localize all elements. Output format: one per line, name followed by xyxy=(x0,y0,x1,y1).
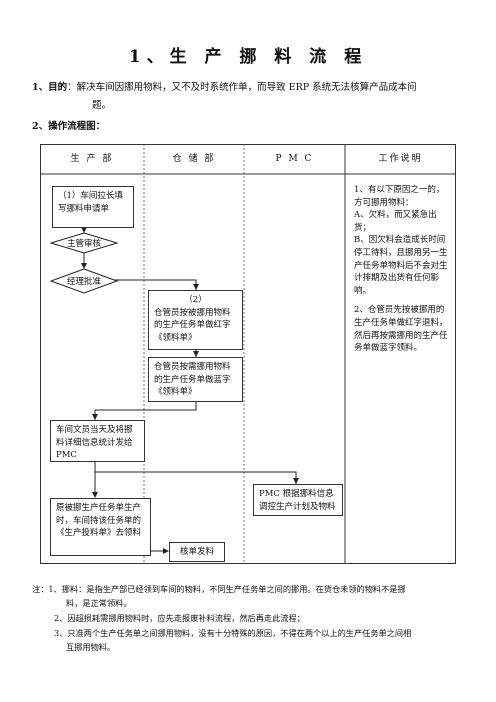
note-reason-b: B、因欠料会造成长时间停工待料，且挪用另一生产任务单物料后不会对生计排期及出货有… xyxy=(354,235,448,296)
col-header-pmc: P M C xyxy=(275,154,314,164)
footer-note-3: 3、只准两个生产任务单之间挪用物料，没有十分特殊的原因，不得在两个以上的生产任务… xyxy=(54,628,412,638)
step-original-order-pick: 原被挪生产任务单生产时，车间持该任务单的《生产投料单》去领料 xyxy=(50,498,151,556)
step-pmc-adjust: PMC 根据挪料信息调控生产计划及物料 xyxy=(253,484,343,516)
col-header-production: 生 产 部 xyxy=(70,154,114,164)
purpose-text: ：解决车间因挪用物料，又不及时系统作单，而导致 ERP 系统无法核算产品成本问 xyxy=(67,82,417,93)
diamond-supervisor-review xyxy=(49,232,119,254)
col-header-warehouse: 仓 储 部 xyxy=(172,154,216,164)
purpose-label: 1、目的 xyxy=(32,82,68,93)
diamond-manager-approval xyxy=(49,268,119,294)
step-number: （2） xyxy=(184,295,207,305)
flow-table xyxy=(40,144,456,564)
purpose-text-cont: 题。 xyxy=(92,100,112,111)
footer-note-1: 注：1、挪料：是指生产部已经领到车间的物料，不同生产任务单之间的挪用。在货仓未领… xyxy=(32,584,406,594)
footer-note-1-cont: 料，是正常领料。 xyxy=(66,598,132,608)
step-request-form: （1）车间拉长填写挪料申请单 xyxy=(52,186,134,228)
page-title: 1、生 产 挪 料 流 程 xyxy=(128,47,368,67)
work-notes: 1、有以下原因之一的，方可挪用物料： A、欠料，而又紧急出货； B、因欠料会造成… xyxy=(354,184,452,355)
decision-shapes xyxy=(49,232,119,294)
flow-heading: 2、操作流程图： xyxy=(32,121,106,132)
col-header-notes: 工作说明 xyxy=(378,154,423,164)
diamond-label-supervisor: 主管审核 xyxy=(66,239,101,249)
footer-note-2: 2、因超损耗需挪用物料时，应先走报废补料流程，然后再走此流程； xyxy=(54,613,305,623)
step-verify-issue: 核单发料 xyxy=(169,542,225,562)
step-blue-requisition: 仓管员按需挪用物料的生产任务单做蓝字《领料单》 xyxy=(148,357,243,402)
note-warehouse-procedure: 2、仓管员先按被挪用的生产任务单做红字退料，然后再按需挪用的生产任务单做蓝字领料… xyxy=(354,305,448,354)
footer-note-3-cont: 互挪用物料。 xyxy=(66,642,116,652)
step-red-requisition: （2） 仓管员按被挪用物料的生产任务单做红字《领料单》 xyxy=(148,290,243,350)
note-reason-a: A、欠料，而又紧急出货； xyxy=(354,210,437,233)
purpose-line: 1、目的：解决车间因挪用物料，又不及时系统作单，而导致 ERP 系统无法核算产品… xyxy=(32,80,462,95)
note-reason-intro: 1、有以下原因之一的，方可挪用物料： xyxy=(354,185,445,208)
step-clerk-report: 车间文员当天及将挪料详细信息统计发给PMC xyxy=(50,420,145,462)
diamond-label-manager: 经理批准 xyxy=(66,277,101,287)
step-red-requisition-text: 仓管员按被挪用物料的生产任务单做红字《领料单》 xyxy=(154,307,231,343)
